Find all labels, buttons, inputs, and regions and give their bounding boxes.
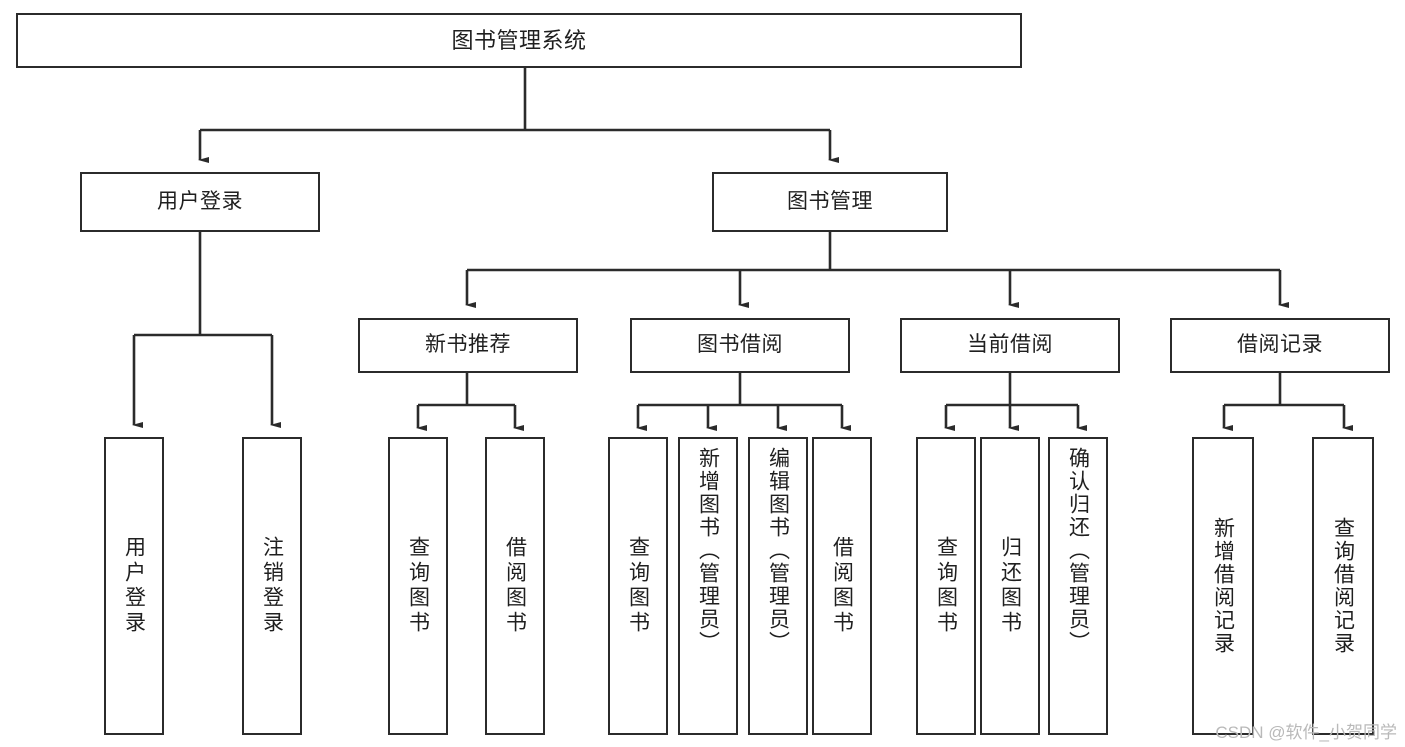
node-label: 注销登录 — [260, 536, 284, 636]
node-current-borrow[interactable]: 当前借阅 — [900, 318, 1120, 373]
node-label: 借阅图书 — [503, 536, 527, 636]
node-label: 用户登录 — [157, 189, 243, 213]
leaf-newbook-query-book[interactable]: 查询图书 — [388, 437, 448, 735]
node-label: 查询借阅记录 — [1331, 517, 1355, 655]
leaf-current-confirm-return-admin[interactable]: 确认归还（管理员） — [1048, 437, 1108, 735]
node-label: 查询图书 — [406, 536, 430, 636]
node-label: 图书借阅 — [697, 333, 783, 357]
node-label: 当前借阅 — [967, 333, 1053, 357]
node-label: 新书推荐 — [425, 333, 511, 357]
node-book-management[interactable]: 图书管理 — [712, 172, 948, 232]
node-borrow-record[interactable]: 借阅记录 — [1170, 318, 1390, 373]
node-label: 用户登录 — [122, 536, 146, 636]
watermark: CSDN @软件_小贺同学 — [1215, 723, 1397, 742]
node-label: 归还图书 — [998, 536, 1022, 636]
leaf-current-query-book[interactable]: 查询图书 — [916, 437, 976, 735]
leaf-borrow-edit-book-admin[interactable]: 编辑图书（管理员） — [748, 437, 808, 735]
node-label: 图书管理系统 — [451, 27, 587, 53]
node-book-borrow[interactable]: 图书借阅 — [630, 318, 850, 373]
node-user-login[interactable]: 用户登录 — [80, 172, 320, 232]
node-label: 查询图书 — [934, 536, 958, 636]
node-label: 借阅图书 — [830, 536, 854, 636]
node-root-book-management-system[interactable]: 图书管理系统 — [16, 13, 1022, 68]
node-label: 借阅记录 — [1237, 333, 1323, 357]
leaf-user-login[interactable]: 用户登录 — [104, 437, 164, 735]
node-label: 新增图书（管理员） — [696, 447, 720, 654]
node-label: 查询图书 — [626, 536, 650, 636]
leaf-current-return-book[interactable]: 归还图书 — [980, 437, 1040, 735]
leaf-record-add-borrow-record[interactable]: 新增借阅记录 — [1192, 437, 1254, 735]
leaf-newbook-borrow-book[interactable]: 借阅图书 — [485, 437, 545, 735]
node-label: 编辑图书（管理员） — [766, 447, 790, 654]
leaf-record-query-borrow-record[interactable]: 查询借阅记录 — [1312, 437, 1374, 735]
node-new-book-recommend[interactable]: 新书推荐 — [358, 318, 578, 373]
node-label: 新增借阅记录 — [1211, 517, 1235, 655]
node-label: 确认归还（管理员） — [1066, 447, 1090, 654]
leaf-borrow-add-book-admin[interactable]: 新增图书（管理员） — [678, 437, 738, 735]
node-label: 图书管理 — [787, 189, 873, 213]
leaf-logout[interactable]: 注销登录 — [242, 437, 302, 735]
leaf-borrow-borrow-book[interactable]: 借阅图书 — [812, 437, 872, 735]
leaf-borrow-query-book[interactable]: 查询图书 — [608, 437, 668, 735]
